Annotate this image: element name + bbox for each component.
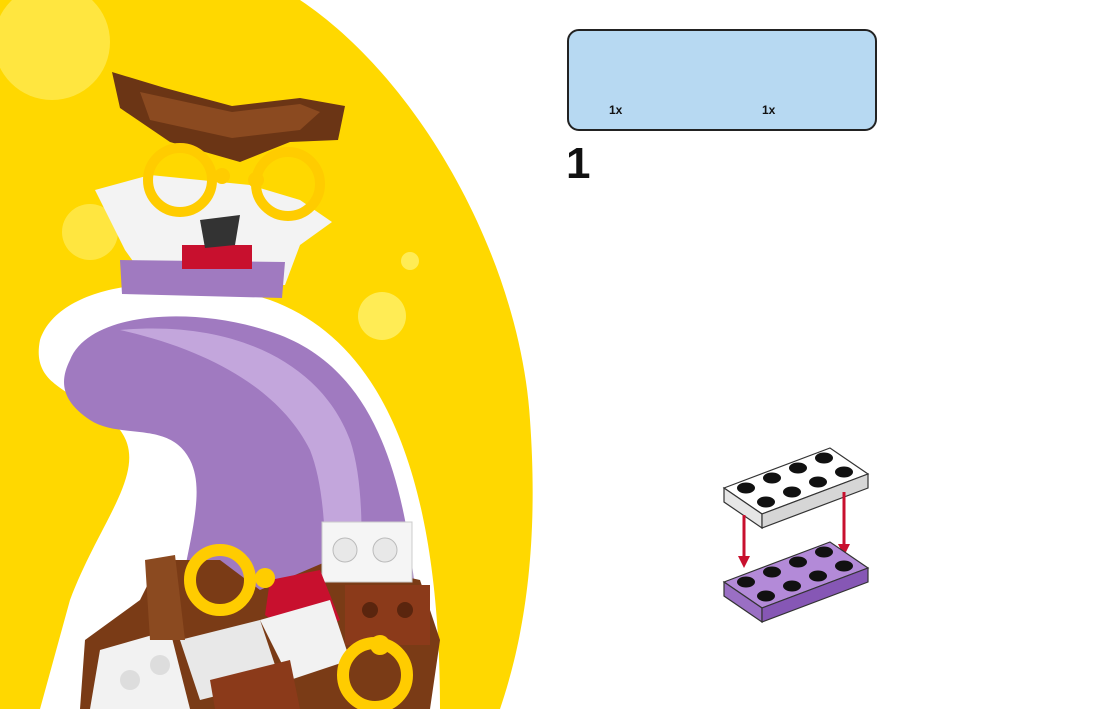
owl-red-beak <box>182 245 252 269</box>
purple-plate-quantity: 1x <box>609 103 622 117</box>
yellow-bubble-medium <box>358 292 406 340</box>
assembly-white-plate <box>724 448 868 528</box>
step-1-assembly <box>724 448 868 622</box>
yellow-bubble-small <box>401 252 419 270</box>
step-number: 1 <box>566 142 590 186</box>
assembly-purple-plate <box>724 542 868 622</box>
white-plate-quantity: 1x <box>762 103 775 117</box>
cover-illustration <box>0 0 533 709</box>
